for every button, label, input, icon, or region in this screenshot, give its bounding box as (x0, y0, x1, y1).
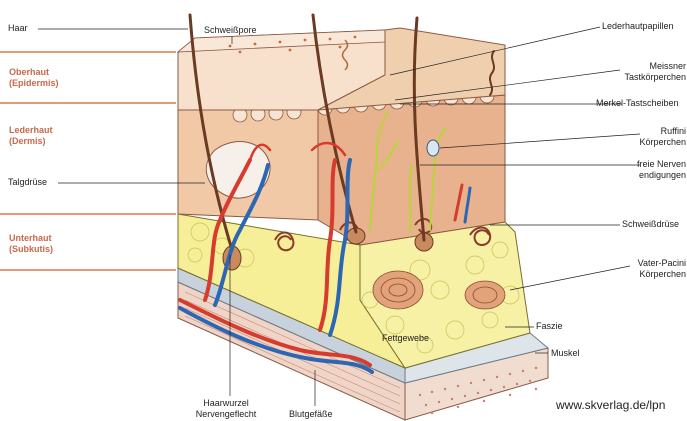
ruffini-corpuscle (427, 140, 439, 156)
label-vater-pacini-line2: Körperchen (622, 269, 686, 280)
layer-label-subcutis: Unterhaut (Subkutis) (9, 233, 53, 255)
layer-label-dermis-line1: Lederhaut (9, 125, 53, 136)
label-vater-pacini: Vater-Pacini Körperchen (622, 258, 686, 280)
label-nerven-line1: freie Nerven (622, 159, 686, 170)
label-fettgewebe: Fettgewebe (382, 333, 429, 344)
layer-label-subcutis-line2: (Subkutis) (9, 244, 53, 255)
publisher-credit: www.skverlag.de/lpn (556, 398, 665, 412)
label-muskel: Muskel (551, 348, 580, 359)
label-nerven: freie Nerven endigungen (622, 159, 686, 181)
label-haarwurzel-line1: Haarwurzel (186, 398, 266, 409)
label-meissner-line2: Tastkörperchen (622, 72, 686, 83)
label-haarwurzel: Haarwurzel Nervengeflecht (186, 398, 266, 420)
label-haarwurzel-line2: Nervengeflecht (186, 409, 266, 420)
layer-label-subcutis-line1: Unterhaut (9, 233, 53, 244)
label-faszie: Faszie (536, 321, 563, 332)
label-vater-pacini-line1: Vater-Pacini (622, 258, 686, 269)
label-haar: Haar (8, 23, 28, 34)
label-schweissdruese: Schweißdrüse (622, 219, 679, 230)
layer-label-epidermis-line2: (Epidermis) (9, 78, 59, 89)
label-blutgefaesse: Blutgefäße (289, 409, 333, 420)
label-ruffini-line1: Ruffini (622, 126, 686, 137)
label-schweisspore: Schweißpore (204, 25, 257, 36)
label-ruffini: Ruffini Körperchen (622, 126, 686, 148)
label-talgdruese: Talgdrüse (8, 177, 47, 188)
layer-label-dermis-line2: (Dermis) (9, 136, 53, 147)
label-ruffini-line2: Körperchen (622, 137, 686, 148)
layer-label-epidermis: Oberhaut (Epidermis) (9, 67, 59, 89)
label-lederhautpapillen: Lederhautpapillen (602, 21, 674, 32)
label-nerven-line2: endigungen (622, 170, 686, 181)
label-meissner: Meissner Tastkörperchen (622, 61, 686, 83)
layer-label-dermis: Lederhaut (Dermis) (9, 125, 53, 147)
layer-label-epidermis-line1: Oberhaut (9, 67, 59, 78)
label-meissner-line1: Meissner (622, 61, 686, 72)
epidermis-layer (178, 28, 505, 110)
label-merkel: Merkel-Tastscheiben (596, 98, 679, 109)
